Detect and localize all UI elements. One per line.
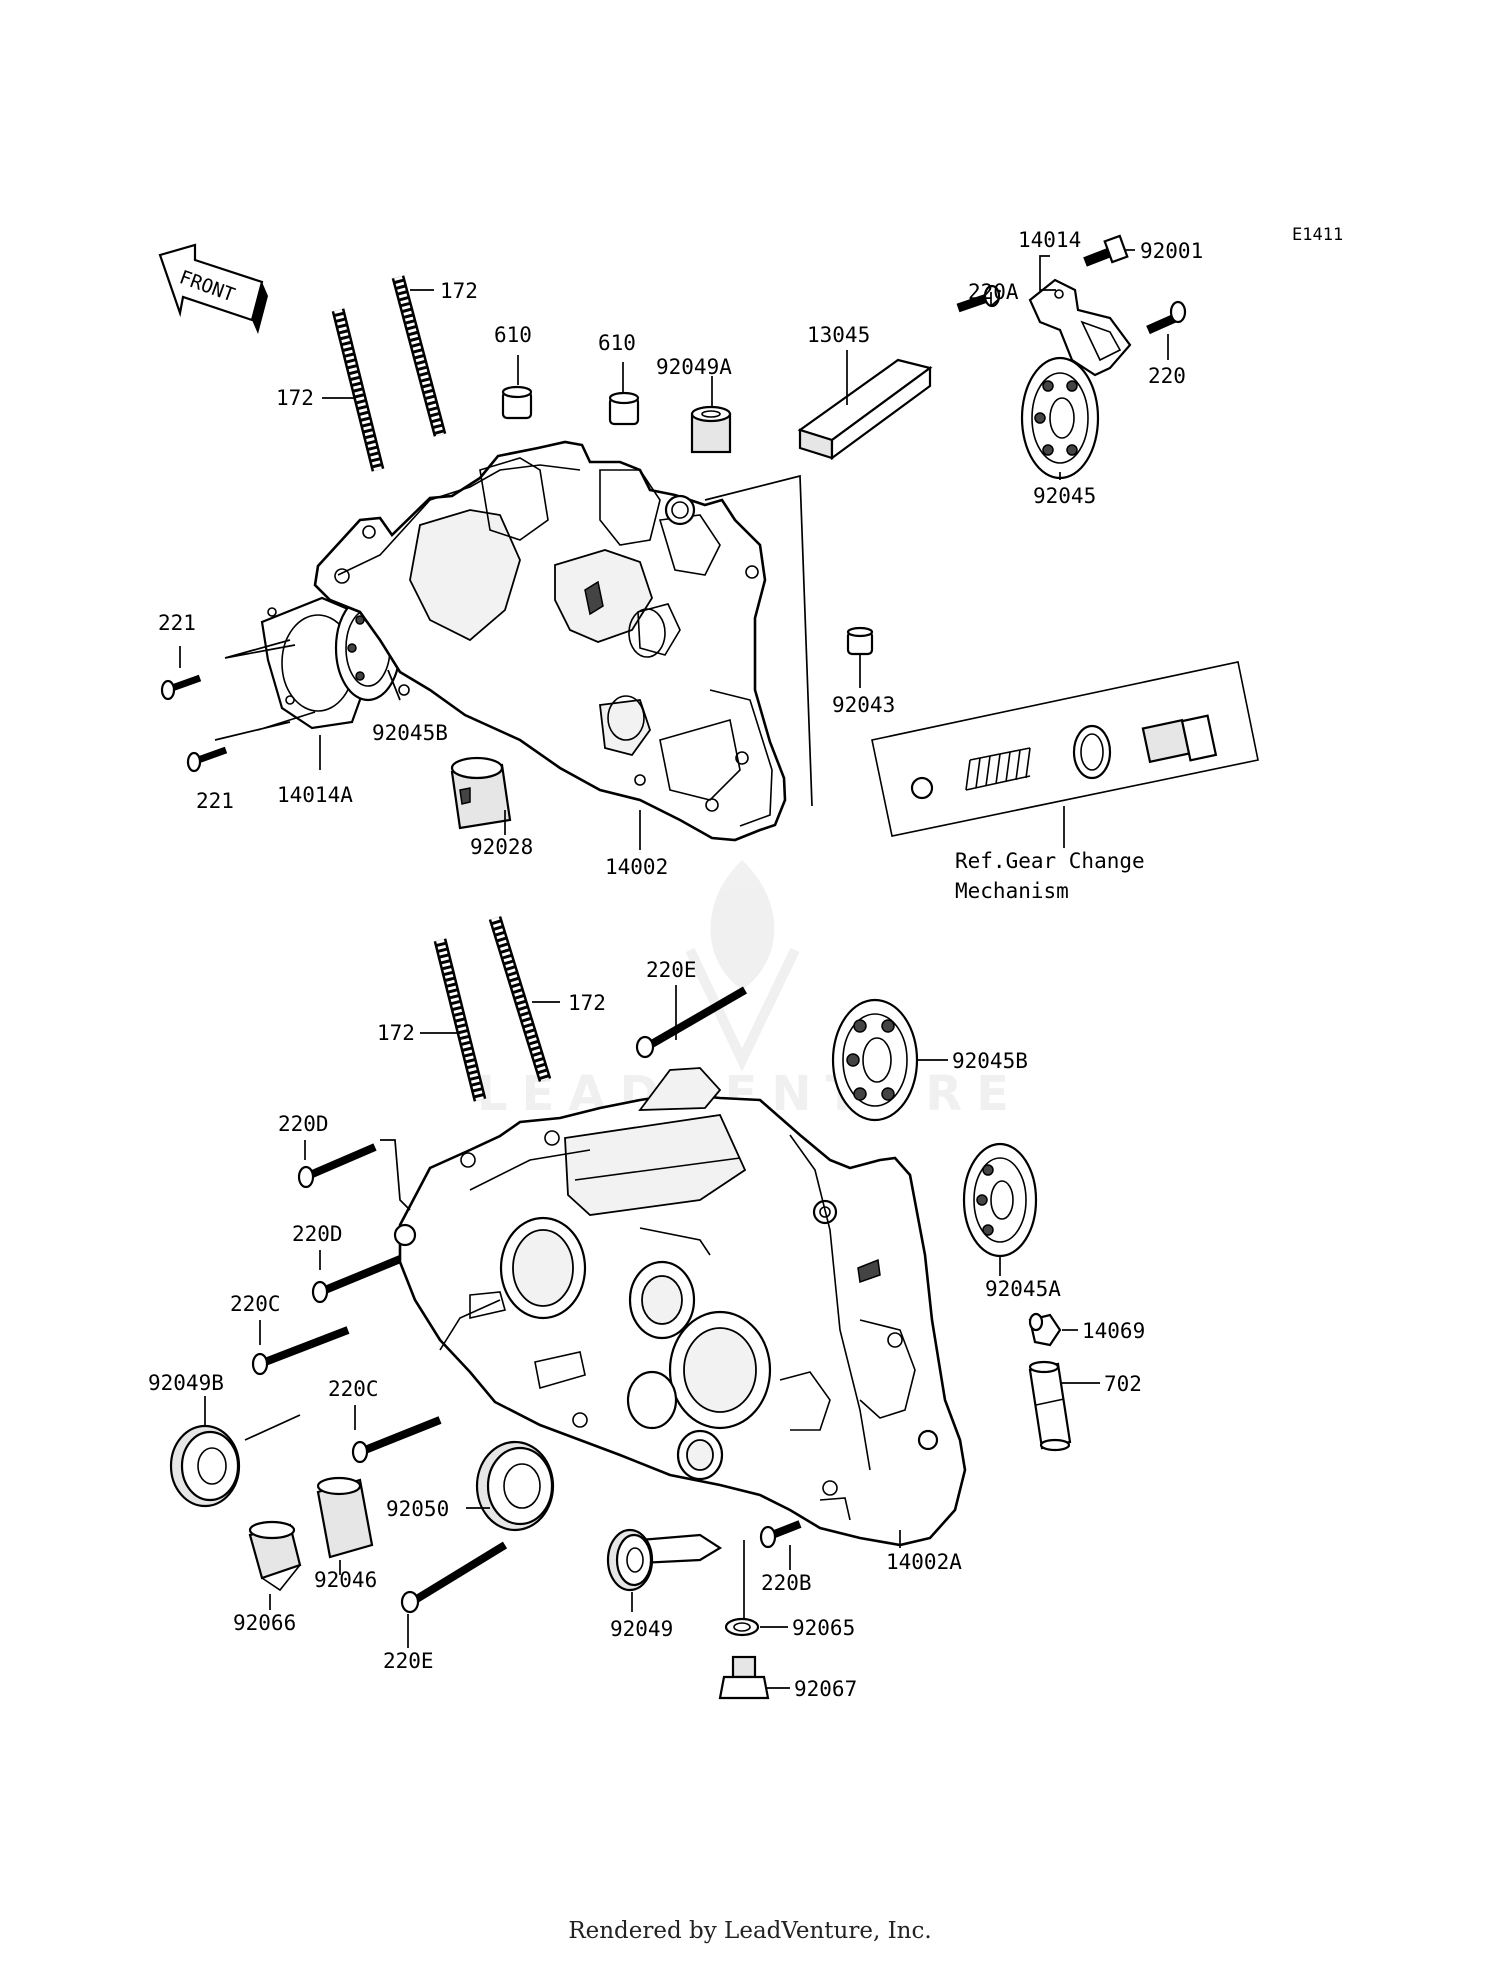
callout-92045B-lower: 92045B [952, 1049, 1028, 1073]
collar-92028 [450, 756, 512, 830]
washer-92065 [724, 1617, 760, 1637]
diagram-code: E1411 [1292, 225, 1343, 245]
leader-14002-ref [704, 474, 813, 807]
bearing-92045A [962, 1142, 1038, 1258]
screw-221-b [186, 746, 228, 773]
callout-172-d: 172 [377, 1021, 415, 1045]
callout-220C-b: 220C [328, 1377, 379, 1401]
callout-92066: 92066 [233, 1611, 296, 1635]
stud-172-upper-left [331, 308, 385, 472]
crankcase-left-14002 [313, 440, 787, 842]
gear-change-reference-box [871, 661, 1259, 848]
bolt-220C-a [251, 1326, 350, 1376]
callout-14069: 14069 [1082, 1319, 1145, 1343]
leader-92049B [204, 1396, 301, 1441]
callout-92067: 92067 [794, 1677, 857, 1701]
oil-seal-92049A [690, 405, 732, 454]
callout-172-a: 172 [440, 279, 478, 303]
callout-220B: 220B [761, 1571, 812, 1595]
leader-221-b [214, 711, 316, 741]
dowel-pin-610-a [501, 385, 533, 420]
leader-220D-a [304, 1139, 411, 1211]
callout-220D-a: 220D [278, 1112, 329, 1136]
stud-172-lower-left [433, 938, 487, 1102]
callout-220E-bottom: 220E [383, 1649, 434, 1673]
callout-92001: 92001 [1140, 239, 1203, 263]
callout-220E-top: 220E [646, 958, 697, 982]
bolt-220D-b [311, 1251, 412, 1304]
bolt-220 [1146, 300, 1187, 335]
bolt-220D-a [297, 1143, 377, 1189]
callout-14014: 14014 [1018, 228, 1081, 252]
callout-92049B: 92049B [148, 1371, 224, 1395]
reference-note-line2: Mechanism [955, 879, 1069, 903]
callout-220D-b: 220D [292, 1222, 343, 1246]
watermark: LEADVENTURE [477, 860, 1009, 1122]
callout-13045: 13045 [807, 323, 870, 347]
callout-92045A: 92045A [985, 1277, 1061, 1301]
bearing-92045 [1020, 356, 1100, 480]
oil-seal-92049B [169, 1424, 241, 1508]
callout-220: 220 [1148, 364, 1186, 388]
bolt-220E-bottom [400, 1541, 508, 1614]
leader-92065 [743, 1540, 788, 1628]
bolt-220C-b [351, 1416, 442, 1464]
callout-221-a: 221 [158, 611, 196, 635]
callout-221-b: 221 [196, 789, 234, 813]
guide-13045 [797, 358, 933, 461]
callout-220C-a: 220C [230, 1292, 281, 1316]
callout-92045: 92045 [1033, 484, 1096, 508]
callout-220A: 220A [968, 280, 1019, 304]
callout-610-b: 610 [598, 331, 636, 355]
pin-92043 [846, 626, 874, 656]
bolt-220B [759, 1520, 802, 1549]
callout-172-c: 172 [568, 991, 606, 1015]
front-direction-arrow: FRONT [158, 243, 268, 334]
footer-credit: Rendered by LeadVenture, Inc. [568, 1918, 932, 1944]
leader-14014 [1039, 255, 1056, 291]
callout-92046: 92046 [314, 1568, 377, 1592]
callout-92050: 92050 [386, 1497, 449, 1521]
leader-92045B-top [387, 669, 401, 701]
cap-92066 [248, 1520, 302, 1592]
dowel-pin-610-b [608, 391, 640, 426]
oil-seal-92049 [606, 1528, 654, 1592]
callout-14002: 14002 [605, 855, 668, 879]
leader-221-a [179, 639, 296, 668]
stud-172-upper-right [391, 275, 447, 437]
screw-221-a [160, 674, 202, 701]
stud-172-lower-right [488, 916, 552, 1082]
leader-220A [990, 292, 1001, 307]
bearing-92045B-lower [831, 998, 919, 1122]
callout-92043: 92043 [832, 693, 895, 717]
hose-702 [1028, 1360, 1072, 1452]
plug-bolt-part [1141, 714, 1218, 764]
callout-702: 702 [1104, 1372, 1142, 1396]
drain-plug-92067 [718, 1655, 770, 1700]
callout-610-a: 610 [494, 323, 532, 347]
plate-14014 [1028, 278, 1132, 377]
oil-seal-92050 [475, 1440, 555, 1532]
callout-labels: 172 172 610 610 92049A 13045 220A 14014 … [148, 228, 1203, 1701]
callout-14014A: 14014A [277, 783, 353, 807]
spring-part [965, 747, 1031, 791]
bolt-92001 [1083, 234, 1129, 267]
fitting-14069 [1028, 1312, 1062, 1347]
callout-92049A: 92049A [656, 355, 732, 379]
crankcase-right-14002A [393, 1067, 967, 1565]
callout-172-b: 172 [276, 386, 314, 410]
callout-92065: 92065 [792, 1616, 855, 1640]
collar-92046 [316, 1476, 374, 1559]
reference-note-line1: Ref.Gear Change [955, 849, 1145, 873]
callout-92049: 92049 [610, 1617, 673, 1641]
callout-92045B-top: 92045B [372, 721, 448, 745]
callout-14002A: 14002A [886, 1550, 962, 1574]
bolt-220E-top [635, 986, 748, 1059]
callout-92028: 92028 [470, 835, 533, 859]
